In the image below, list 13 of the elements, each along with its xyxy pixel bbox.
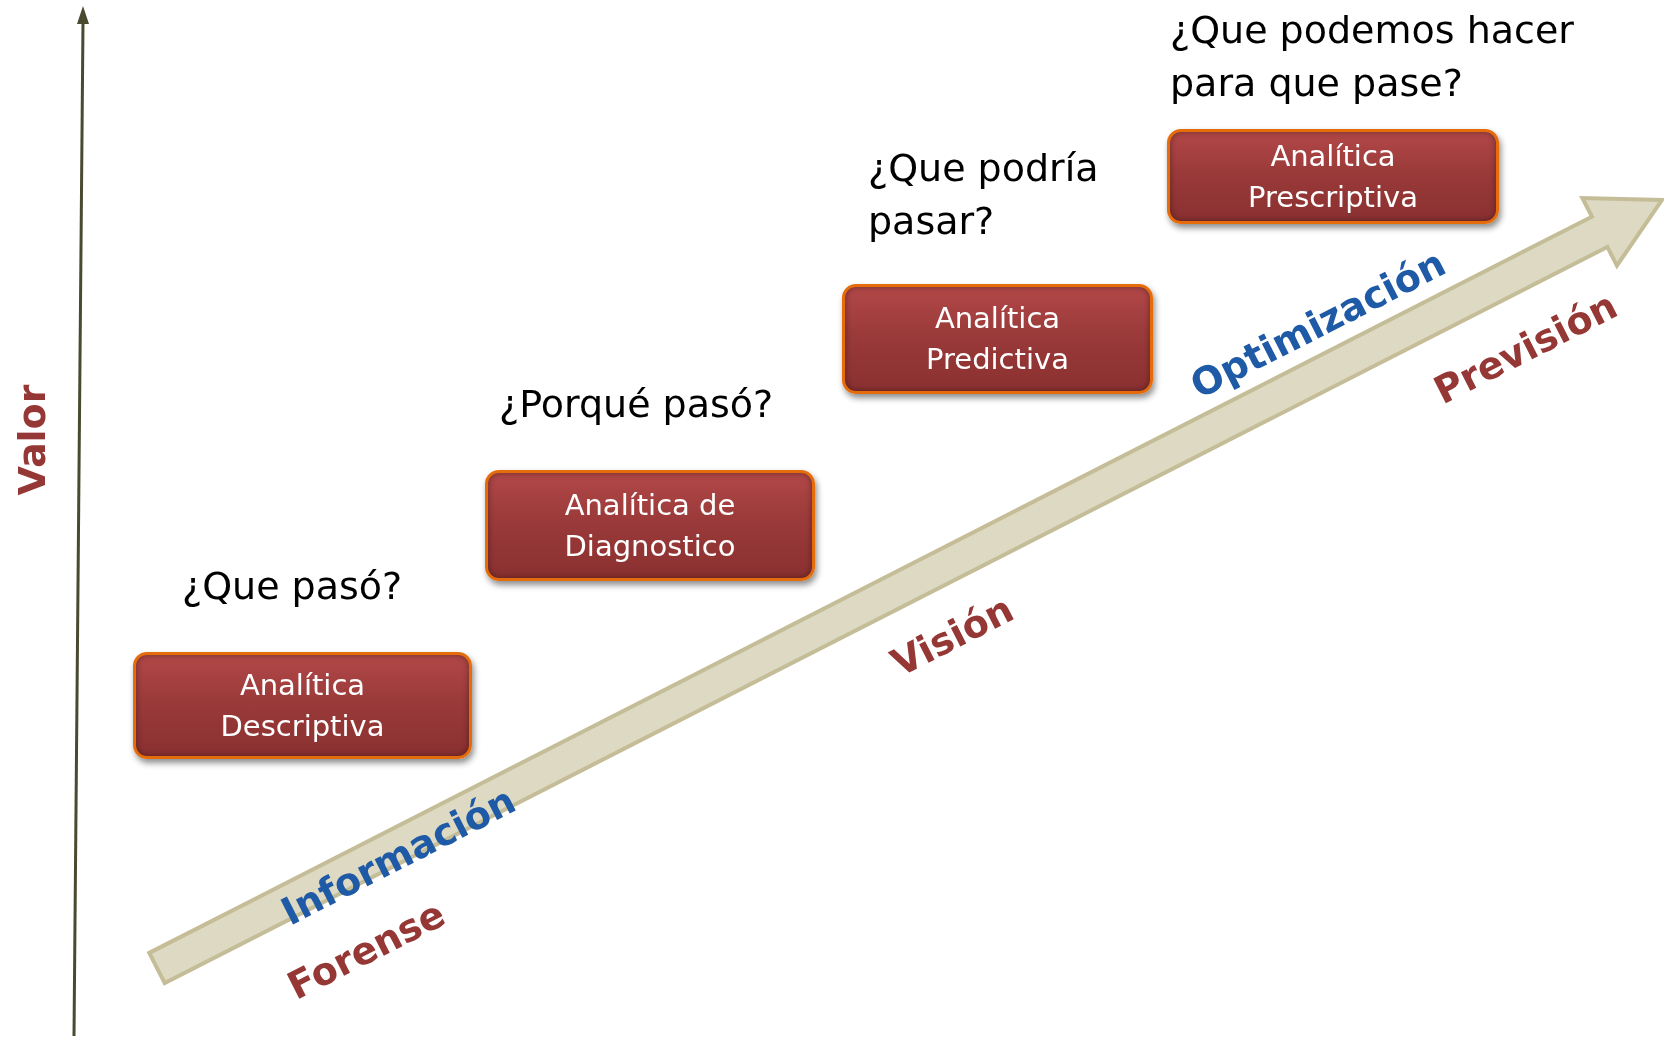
question-text: ¿Que podría pasar? <box>868 145 1100 246</box>
axis-label: Valor <box>9 384 54 496</box>
box-text: Analítica de Diagnostico <box>563 486 737 565</box>
question-text: ¿Porqué pasó? <box>499 381 775 428</box>
box-text: Analítica Predictiva <box>925 300 1070 378</box>
process-box <box>1167 129 1499 224</box>
process-box <box>133 652 472 759</box>
box-text: Analítica Descriptiva <box>219 666 386 745</box>
question-text: ¿Que pasó? <box>182 563 404 610</box>
process-box <box>842 284 1153 394</box>
question-text: ¿Que podemos hacer para que pase? <box>1170 7 1575 108</box>
process-box <box>485 470 815 581</box>
box-text: Analítica Prescriptiva <box>1247 137 1419 216</box>
